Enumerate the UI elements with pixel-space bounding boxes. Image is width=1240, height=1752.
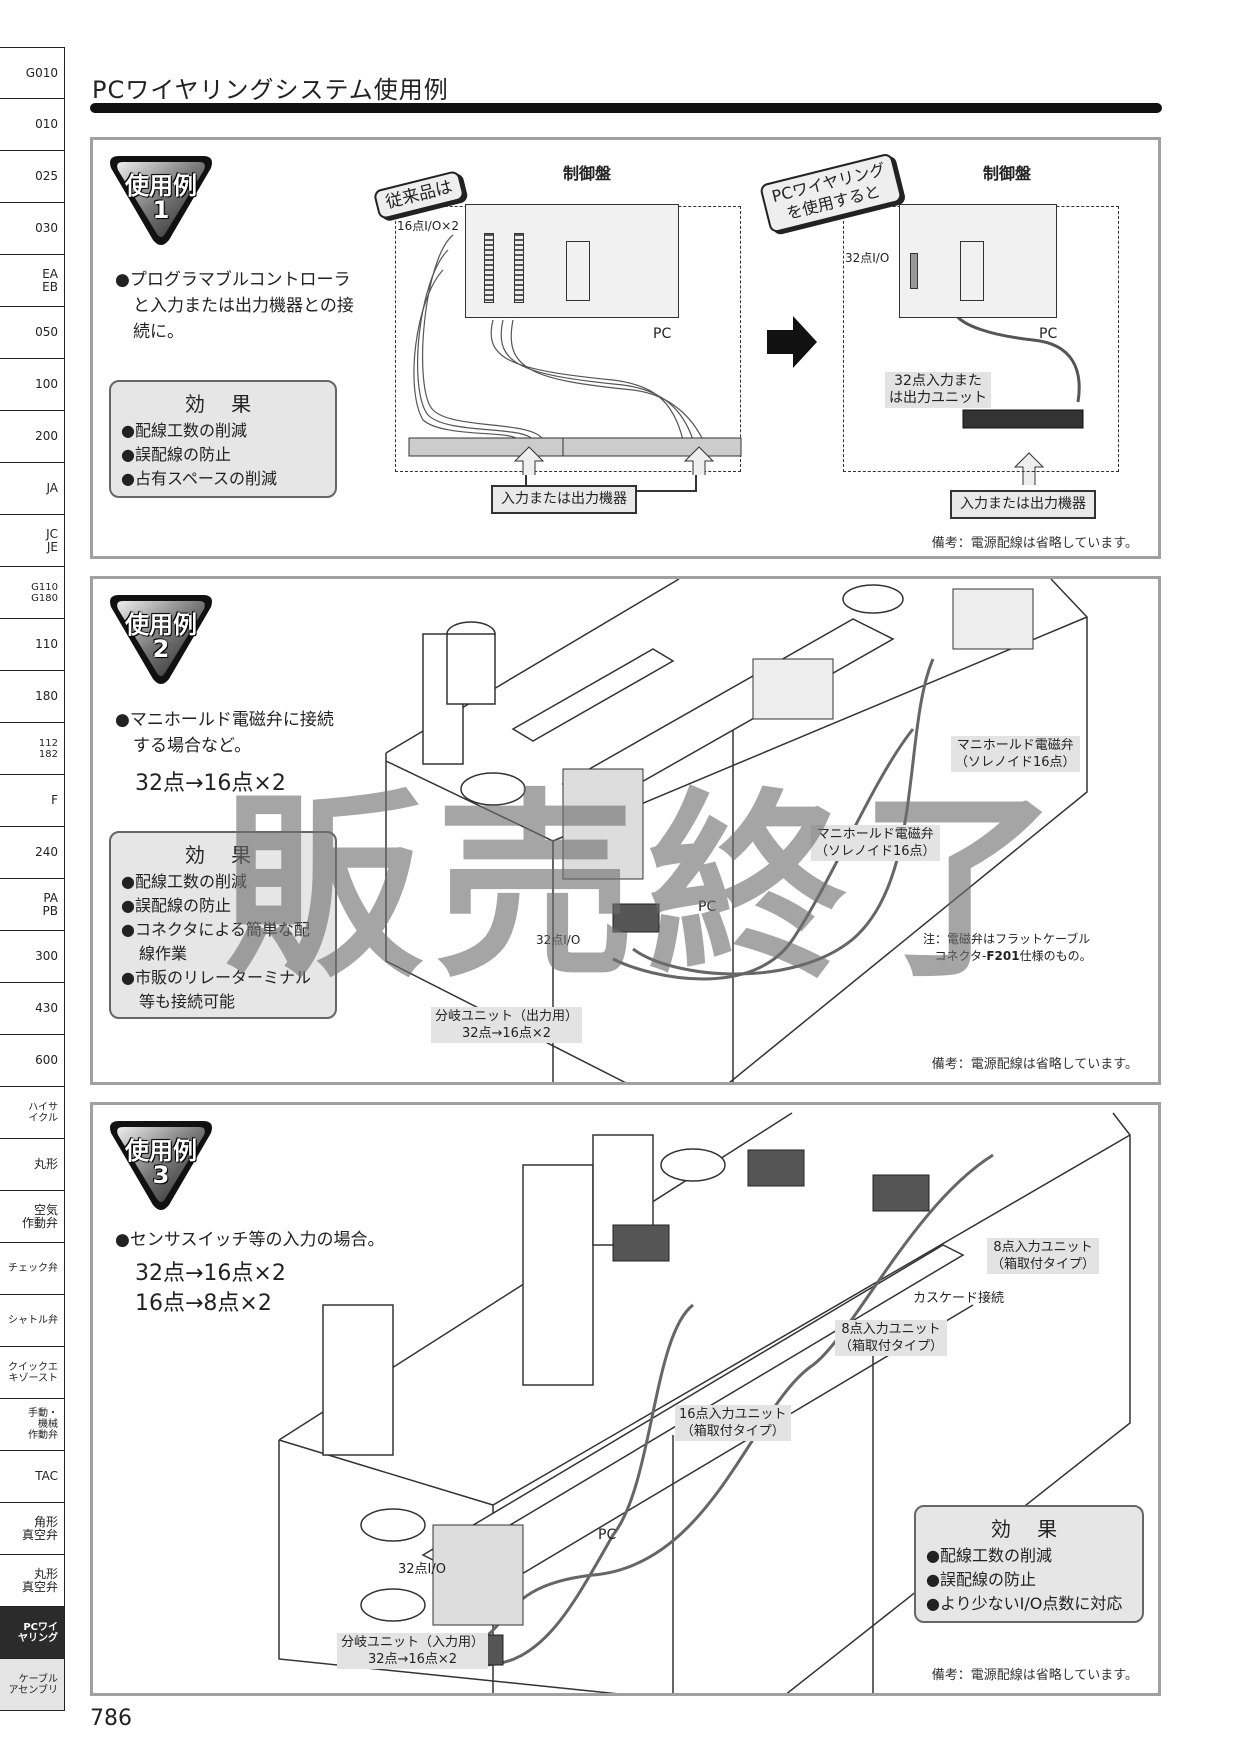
sidebar-tab[interactable]: ケーブル アセンブリ <box>0 1659 65 1711</box>
sidebar-tab[interactable]: JC JE <box>0 515 65 567</box>
remark-valve: 注：電磁弁はフラットケーブル コネクタ-F201仕様のもの。 <box>923 932 1092 963</box>
sidebar-tab[interactable]: 100 <box>0 359 65 411</box>
remark-note: 備考：電源配線は省略しています。 <box>931 536 1138 551</box>
page-number: 786 <box>90 1706 132 1731</box>
sidebar-tab[interactable]: 角形 真空弁 <box>0 1503 65 1555</box>
sidebar-tab[interactable]: PA PB <box>0 879 65 931</box>
discontinued-watermark: 販売終了 <box>223 772 1072 1005</box>
sidebar-tab[interactable]: 010 <box>0 99 65 151</box>
pc-label: PC <box>598 1527 617 1543</box>
sidebar-tab[interactable]: EA EB <box>0 255 65 307</box>
lead-text: ●マニホールド電磁弁に接続する場合など。 <box>115 710 334 756</box>
sidebar-tab[interactable]: 600 <box>0 1035 65 1087</box>
pc-unit-after <box>899 204 1057 318</box>
unit-label: 32点入力または出力ユニット <box>885 372 991 408</box>
lead-text: ●センサスイッチ等の入力の場合。 <box>115 1230 385 1250</box>
sidebar-tab[interactable]: クイックエ キゾースト <box>0 1347 65 1399</box>
example-badge: 使用例 2 <box>105 591 217 687</box>
sidebar-tab[interactable]: チェック弁 <box>0 1243 65 1295</box>
factory-illustration <box>385 579 1088 1082</box>
sidebar-tab[interactable]: 240 <box>0 827 65 879</box>
ratio-text: 16点→8点×2 <box>135 1291 272 1316</box>
branch-unit-label: 分岐ユニット（出力用）32点→16点×2 <box>431 1007 583 1043</box>
lead-text: ●プログラマブルコントローラと入力または出力機器との接続に。 <box>115 270 354 342</box>
unit-label: 8点入力ユニット（箱取付タイプ） <box>987 1238 1100 1274</box>
wiring-diagram <box>408 234 1084 492</box>
sidebar-tab[interactable]: JA <box>0 463 65 515</box>
unit-label: 16点入力ユニット（箱取付タイプ） <box>675 1405 791 1441</box>
sidebar-tab[interactable]: 空気 作動弁 <box>0 1191 65 1243</box>
pc-label: PC <box>1039 326 1058 342</box>
sidebar-tab[interactable]: 112 182 <box>0 723 65 775</box>
sidebar-tab[interactable]: 手動・ 機械 作動弁 <box>0 1399 65 1451</box>
sidebar-tab[interactable]: PCワイ ヤリング <box>0 1607 65 1659</box>
io-label: 16点I/O×2 <box>397 219 459 233</box>
sidebar-tab[interactable]: 丸形 <box>0 1139 65 1191</box>
factory-illustration <box>278 1112 1131 1693</box>
sidebar-tab[interactable]: 030 <box>0 203 65 255</box>
badge-shield-icon <box>110 1121 212 1210</box>
example-2-panel: 使用例 2 ●マニホールド電磁弁に接続する場合など。 32点→16点×2 効 果… <box>90 576 1161 1085</box>
sidebar-tab[interactable]: 300 <box>0 931 65 983</box>
sidebar-tab[interactable]: G110 G180 <box>0 567 65 619</box>
remark-note: 備考：電源配線は省略しています。 <box>931 1668 1138 1683</box>
unit-label: 8点入力ユニット（箱取付タイプ） <box>835 1320 948 1356</box>
panel-heading: 制御盤 <box>983 164 1032 183</box>
sidebar-tab[interactable]: シャトル弁 <box>0 1295 65 1347</box>
effects-box: 効 果 ●配線工数の削減●誤配線の防止●占有スペースの削減 <box>109 380 337 498</box>
pc-label: PC <box>653 326 672 342</box>
io-label: 32点I/O <box>845 251 890 265</box>
sidebar-tab[interactable]: 丸形 真空弁 <box>0 1555 65 1607</box>
badge-shield-icon <box>110 595 212 684</box>
effects-box: 効 果 ●配線工数の削減●誤配線の防止●コネクタによる簡単な配線作業●市販のリレ… <box>109 831 337 1019</box>
sidebar-tab[interactable]: 180 <box>0 671 65 723</box>
effects-box: 効 果 ●配線工数の削減●誤配線の防止●より少ないI/O点数に対応 <box>914 1505 1144 1623</box>
ratio-text: 32点→16点×2 <box>135 771 286 796</box>
device-label: 入力または出力機器 <box>950 490 1096 519</box>
sidebar-tab[interactable]: TAC <box>0 1451 65 1503</box>
pc-label: PC <box>698 899 717 915</box>
title-rule <box>90 103 1162 113</box>
panel-heading: 制御盤 <box>563 164 612 183</box>
ratio-text: 32点→16点×2 <box>135 1261 286 1286</box>
pc-unit-before <box>465 204 679 318</box>
io-label: 32点I/O <box>398 1562 446 1577</box>
sidebar-tab[interactable]: G010 <box>0 47 65 99</box>
example-1-panel: 使用例 1 ●プログラマブルコントローラと入力または出力機器との接続に。 効 果… <box>90 137 1161 559</box>
sidebar-tab[interactable]: 025 <box>0 151 65 203</box>
cascade-label: カスケード接続 <box>913 1291 1005 1306</box>
sidebar-tab[interactable]: 050 <box>0 307 65 359</box>
valve-label: マニホールド電磁弁（ソレノイド16点） <box>811 825 940 861</box>
sidebar-tab[interactable]: 430 <box>0 983 65 1035</box>
sidebar-tab[interactable]: F <box>0 775 65 827</box>
branch-unit-label: 分岐ユニット（入力用）32点→16点×2 <box>337 1633 489 1669</box>
badge-shield-icon <box>110 156 212 245</box>
sidebar-tab[interactable]: 110 <box>0 619 65 671</box>
io-label: 32点I/O <box>536 933 581 947</box>
arrow-right-icon <box>767 316 817 368</box>
example-badge: 使用例 1 <box>105 152 217 248</box>
remark-note: 備考：電源配線は省略しています。 <box>931 1057 1138 1072</box>
sidebar-tab[interactable]: ハイサ イクル <box>0 1087 65 1139</box>
example-badge: 使用例 3 <box>105 1117 217 1213</box>
sidebar-tab[interactable]: 200 <box>0 411 65 463</box>
valve-label: マニホールド電磁弁（ソレノイド16点） <box>951 736 1080 772</box>
example-3-panel: 使用例 3 ●センサスイッチ等の入力の場合。 32点→16点×2 16点→8点×… <box>90 1102 1161 1696</box>
page-title: PCワイヤリングシステム使用例 <box>92 76 449 104</box>
device-label: 入力または出力機器 <box>491 485 637 514</box>
